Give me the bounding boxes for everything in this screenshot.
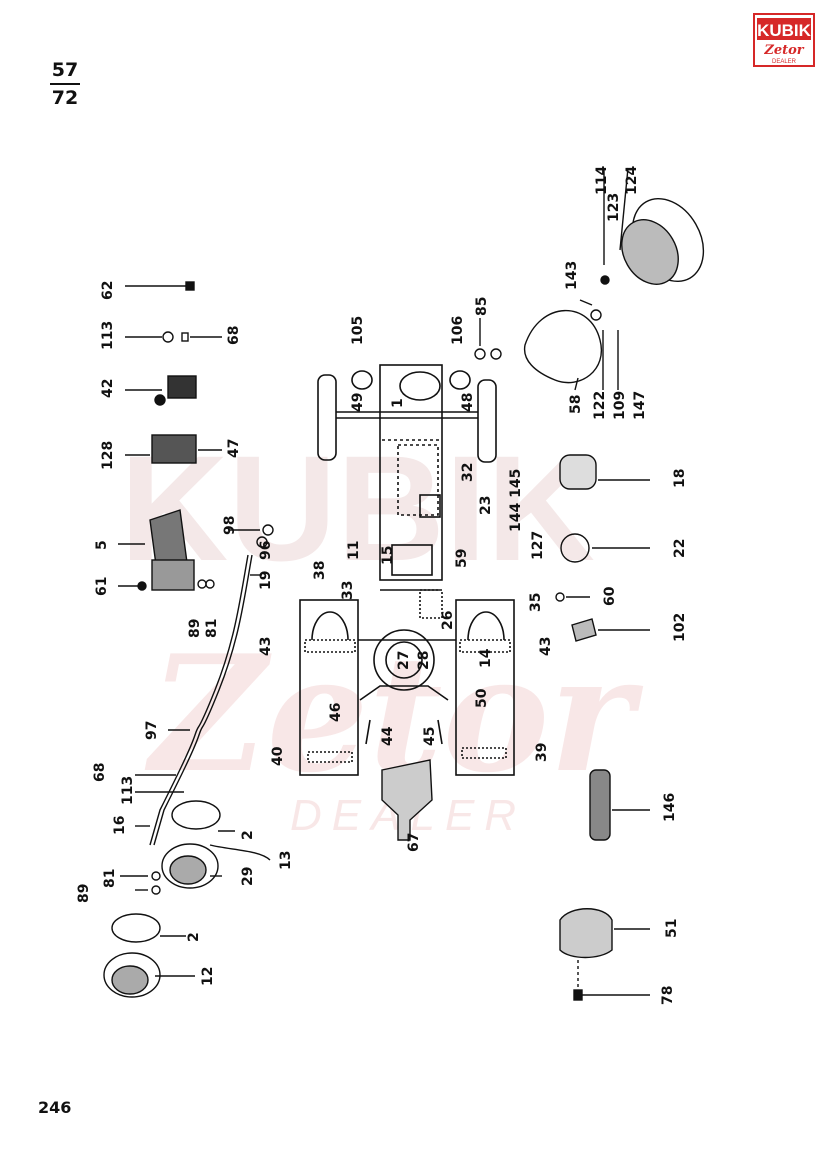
- label-147: 147: [632, 391, 648, 420]
- label-18: 18: [672, 469, 688, 488]
- label-13: 13: [278, 851, 294, 870]
- label-127: 127: [530, 531, 546, 560]
- label-114: 114: [594, 166, 610, 195]
- label-15: 15: [380, 546, 396, 565]
- brand-name: KUBIK: [757, 21, 812, 40]
- brand-logo: KUBIK Zetor DEALER: [753, 13, 815, 67]
- fraction-top: 57: [51, 59, 79, 81]
- label-113-top: 113: [100, 321, 116, 350]
- label-1: 1: [390, 398, 406, 408]
- label-61: 61: [94, 577, 110, 596]
- label-33: 33: [340, 581, 356, 600]
- fraction-bottom: 72: [51, 87, 79, 109]
- fraction-bar: [50, 83, 80, 85]
- watermark: KUBIK Zetor DEALER: [120, 424, 643, 840]
- label-62: 62: [100, 281, 116, 300]
- label-67: 67: [406, 833, 422, 852]
- label-89-bottom: 89: [76, 884, 92, 903]
- callout-labels: 62 113 68 42 128 47 5 98 96 19 61 89 81 …: [76, 166, 688, 1005]
- label-43-right: 43: [538, 637, 554, 656]
- watermark-kubik: KUBIK: [120, 424, 595, 592]
- label-98: 98: [222, 516, 238, 535]
- label-39: 39: [534, 743, 550, 762]
- label-2-top: 2: [240, 830, 256, 840]
- label-68-top: 68: [226, 326, 242, 345]
- label-109: 109: [612, 391, 628, 420]
- label-29: 29: [240, 867, 256, 886]
- label-22: 22: [672, 539, 688, 558]
- label-47: 47: [226, 439, 242, 458]
- label-97: 97: [144, 721, 160, 740]
- label-106: 106: [450, 316, 466, 345]
- label-81-top: 81: [204, 619, 220, 638]
- label-19: 19: [258, 571, 274, 590]
- label-28: 28: [416, 651, 432, 670]
- label-123: 123: [606, 193, 622, 222]
- label-35: 35: [528, 593, 544, 612]
- label-68-bottom: 68: [92, 763, 108, 782]
- label-2-bottom: 2: [186, 932, 202, 942]
- label-102: 102: [672, 613, 688, 642]
- label-12: 12: [200, 967, 216, 986]
- label-45: 45: [422, 727, 438, 746]
- label-14: 14: [478, 648, 494, 668]
- label-49: 49: [350, 393, 366, 412]
- label-26: 26: [440, 611, 456, 630]
- label-81-bottom: 81: [102, 869, 118, 888]
- label-59: 59: [454, 549, 470, 568]
- label-105: 105: [350, 316, 366, 345]
- label-32: 32: [460, 463, 476, 482]
- label-144-145: 144 145: [508, 469, 524, 532]
- label-46: 46: [328, 703, 344, 722]
- label-27: 27: [396, 651, 412, 670]
- label-23: 23: [478, 496, 494, 515]
- label-89-top: 89: [187, 619, 203, 638]
- label-11: 11: [346, 541, 362, 560]
- label-16: 16: [112, 816, 128, 835]
- label-40: 40: [270, 746, 286, 766]
- label-85: 85: [474, 297, 490, 316]
- label-38: 38: [312, 561, 328, 580]
- label-113-bottom: 113: [120, 776, 136, 805]
- chassis-outline: [299, 364, 515, 776]
- label-78: 78: [660, 986, 676, 1005]
- label-5: 5: [94, 540, 110, 550]
- right-parts: [381, 167, 705, 1001]
- label-124: 124: [624, 166, 640, 195]
- brand-sub: Zetor: [763, 43, 804, 58]
- label-44: 44: [380, 726, 396, 746]
- label-50: 50: [474, 688, 490, 708]
- page-section-fraction: 57 72: [50, 58, 80, 110]
- label-60: 60: [602, 586, 618, 606]
- brand-dealer: DEALER: [772, 59, 797, 65]
- label-122: 122: [592, 391, 608, 420]
- label-43-left: 43: [258, 637, 274, 656]
- page-number: 246: [38, 1098, 72, 1117]
- label-42: 42: [100, 379, 116, 398]
- label-96: 96: [258, 541, 274, 560]
- label-128: 128: [100, 441, 116, 470]
- label-51: 51: [664, 919, 680, 938]
- left-parts: [103, 281, 274, 998]
- label-146: 146: [662, 793, 678, 822]
- label-48: 48: [460, 393, 476, 412]
- label-143: 143: [564, 261, 580, 290]
- label-58: 58: [568, 395, 584, 414]
